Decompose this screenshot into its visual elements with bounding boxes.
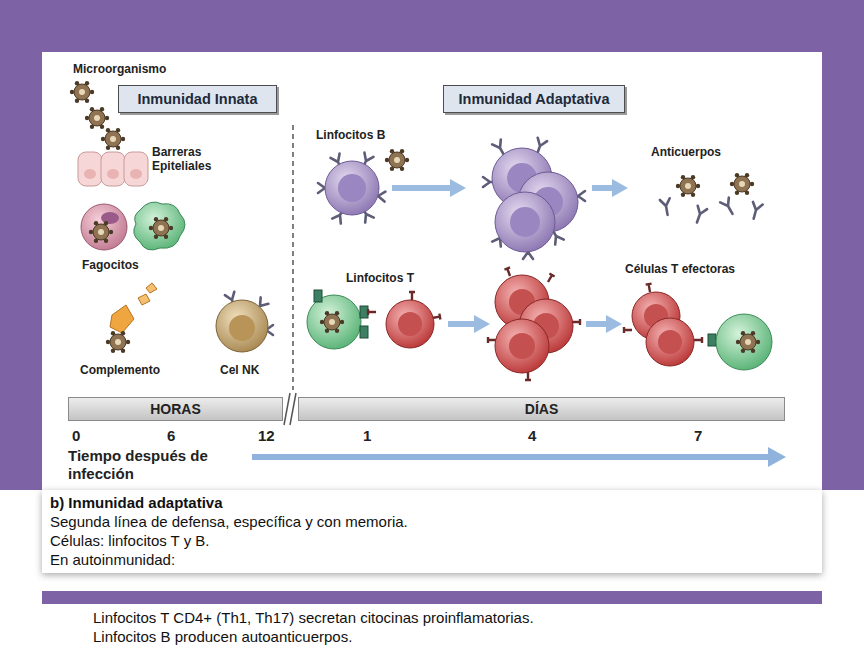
- part-label: Microorganismo: [73, 62, 166, 76]
- time-tick: 7: [694, 427, 702, 445]
- panel-text: Células: linfocitos T y B.: [50, 531, 814, 550]
- text-panel: b) Inmunidad adaptativaSegunda línea de …: [42, 490, 822, 573]
- panel-text: b) Inmunidad adaptativa: [50, 493, 814, 512]
- part-label: Anticuerpos: [651, 145, 721, 159]
- time-tick: 4: [528, 427, 536, 445]
- axis-label: Tiempo después de infección: [68, 447, 228, 483]
- section-title-box: Inmunidad Adaptativa: [443, 85, 625, 113]
- time-tick: 12: [258, 427, 275, 445]
- part-label: Complemento: [80, 363, 160, 377]
- part-label: Linfocitos T: [346, 271, 414, 285]
- timeline-band: HORAS: [68, 397, 283, 421]
- part-label: Linfocitos B: [316, 128, 385, 142]
- panel-text: Segunda línea de defensa, específica y c…: [50, 512, 814, 531]
- part-label: Fagocitos: [82, 258, 139, 272]
- note-text: Linfocitos B producen autoanticuerpos.: [93, 627, 352, 646]
- timeline-label: DÍAS: [525, 401, 558, 417]
- part-label: Cel NK: [220, 363, 259, 377]
- timeline-band: DÍAS: [298, 397, 785, 421]
- section-title: Inmunidad Innata: [137, 91, 257, 107]
- time-tick: 1: [363, 427, 371, 445]
- section-title: Inmunidad Adaptativa: [459, 91, 610, 107]
- time-tick: 0: [72, 427, 80, 445]
- time-tick: 6: [167, 427, 175, 445]
- timeline-label: HORAS: [150, 401, 201, 417]
- part-label: Barreras Epiteliales: [152, 145, 237, 173]
- note-text: Linfocitos T CD4+ (Th1, Th17) secretan c…: [93, 608, 534, 627]
- panel-text: En autoinmunidad:: [50, 550, 814, 569]
- part-label: Células T efectoras: [625, 262, 735, 276]
- section-title-box: Inmunidad Innata: [118, 85, 277, 113]
